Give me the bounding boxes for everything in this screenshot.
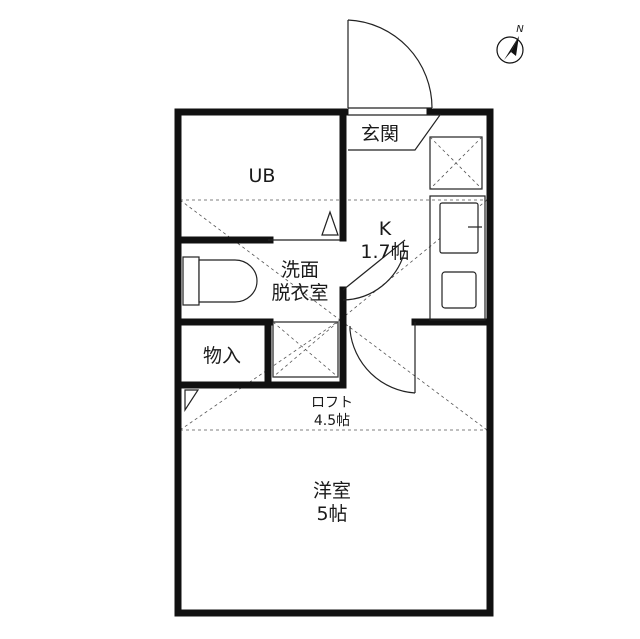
outer-walls: [174, 108, 494, 617]
washroom-cabinet: [272, 321, 339, 378]
western-room-size: 5帖: [316, 503, 347, 525]
washroom-line2: 脱衣室: [271, 282, 328, 304]
loft-size: 4.5帖: [314, 413, 350, 429]
interior-walls: [174, 108, 494, 389]
compass-needle-icon: [504, 36, 519, 60]
washroom-line1: 洗面: [281, 259, 319, 281]
western-room-name: 洋室: [313, 480, 351, 502]
compass-ring-icon: [496, 36, 524, 64]
loft-name: ロフト: [311, 395, 353, 411]
toilet-fixture: [182, 256, 258, 306]
entrance-label: 玄関: [361, 123, 399, 145]
entrance-door: [347, 19, 433, 109]
kitchen-counter: [429, 195, 486, 321]
toilet-icon: [198, 259, 258, 303]
western-room-door: [349, 322, 416, 394]
loft-ladder-markers: [184, 210, 339, 413]
sink-icon: [439, 202, 479, 254]
shoe-cabinet: [429, 136, 483, 190]
genkan-area: 玄関: [348, 114, 442, 151]
compass: N: [496, 24, 524, 64]
bath-label: UB: [249, 165, 276, 187]
kitchen-door: [342, 239, 406, 301]
storage-label: 物入: [203, 345, 241, 367]
kitchen-name: K: [379, 218, 392, 240]
kitchen-size: 1.7帖: [360, 241, 409, 263]
stove-icon: [441, 271, 477, 309]
compass-north-label: N: [516, 24, 524, 35]
